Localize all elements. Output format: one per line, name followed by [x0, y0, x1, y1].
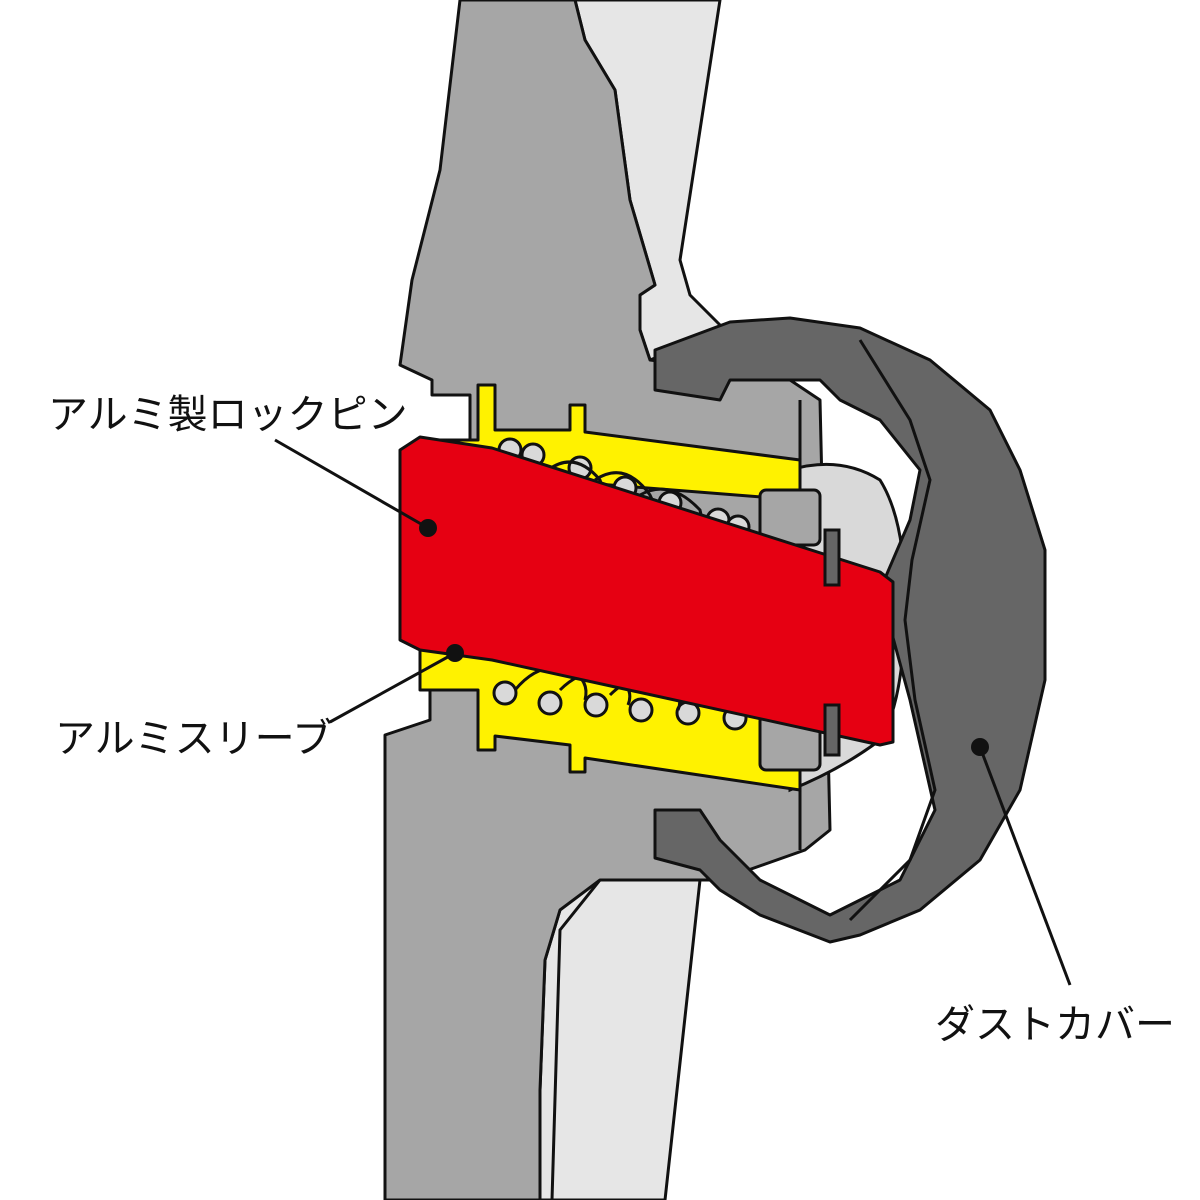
pin-clip-bottom: [823, 703, 841, 757]
label-dust-cover: ダストカバー: [935, 1002, 1175, 1048]
aluminum-lock-pin: [398, 435, 895, 747]
dust-cover: [653, 316, 1047, 944]
dot-sleeve: [446, 644, 464, 662]
dot-dust-cover: [971, 738, 989, 756]
pin-clip-top: [823, 528, 841, 587]
leader-sleeve: [329, 651, 456, 724]
dot-lock-pin: [419, 519, 437, 537]
lower-light-bracket: [538, 868, 702, 1200]
leader-dust-cover: [978, 746, 1072, 986]
leader-lock-pin: [274, 438, 429, 530]
label-sleeve: アルミスリーブ: [55, 716, 332, 762]
label-lock-pin: アルミ製ロックピン: [48, 392, 408, 438]
